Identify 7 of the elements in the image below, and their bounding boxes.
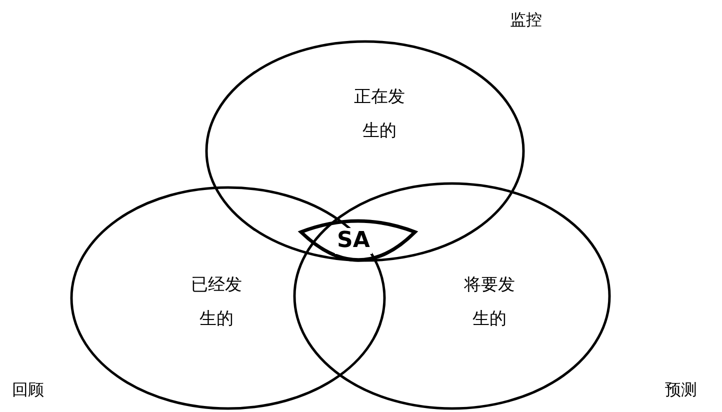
center-label: SA [335,228,372,254]
note-label: 回顾 [12,380,44,401]
note-label: 预测 [665,380,697,401]
note-label: 监控 [510,10,542,31]
region-label: 已经发生的 [190,274,243,331]
region-label: 将要发生的 [463,274,516,331]
region-label: 正在发生的 [353,86,406,143]
